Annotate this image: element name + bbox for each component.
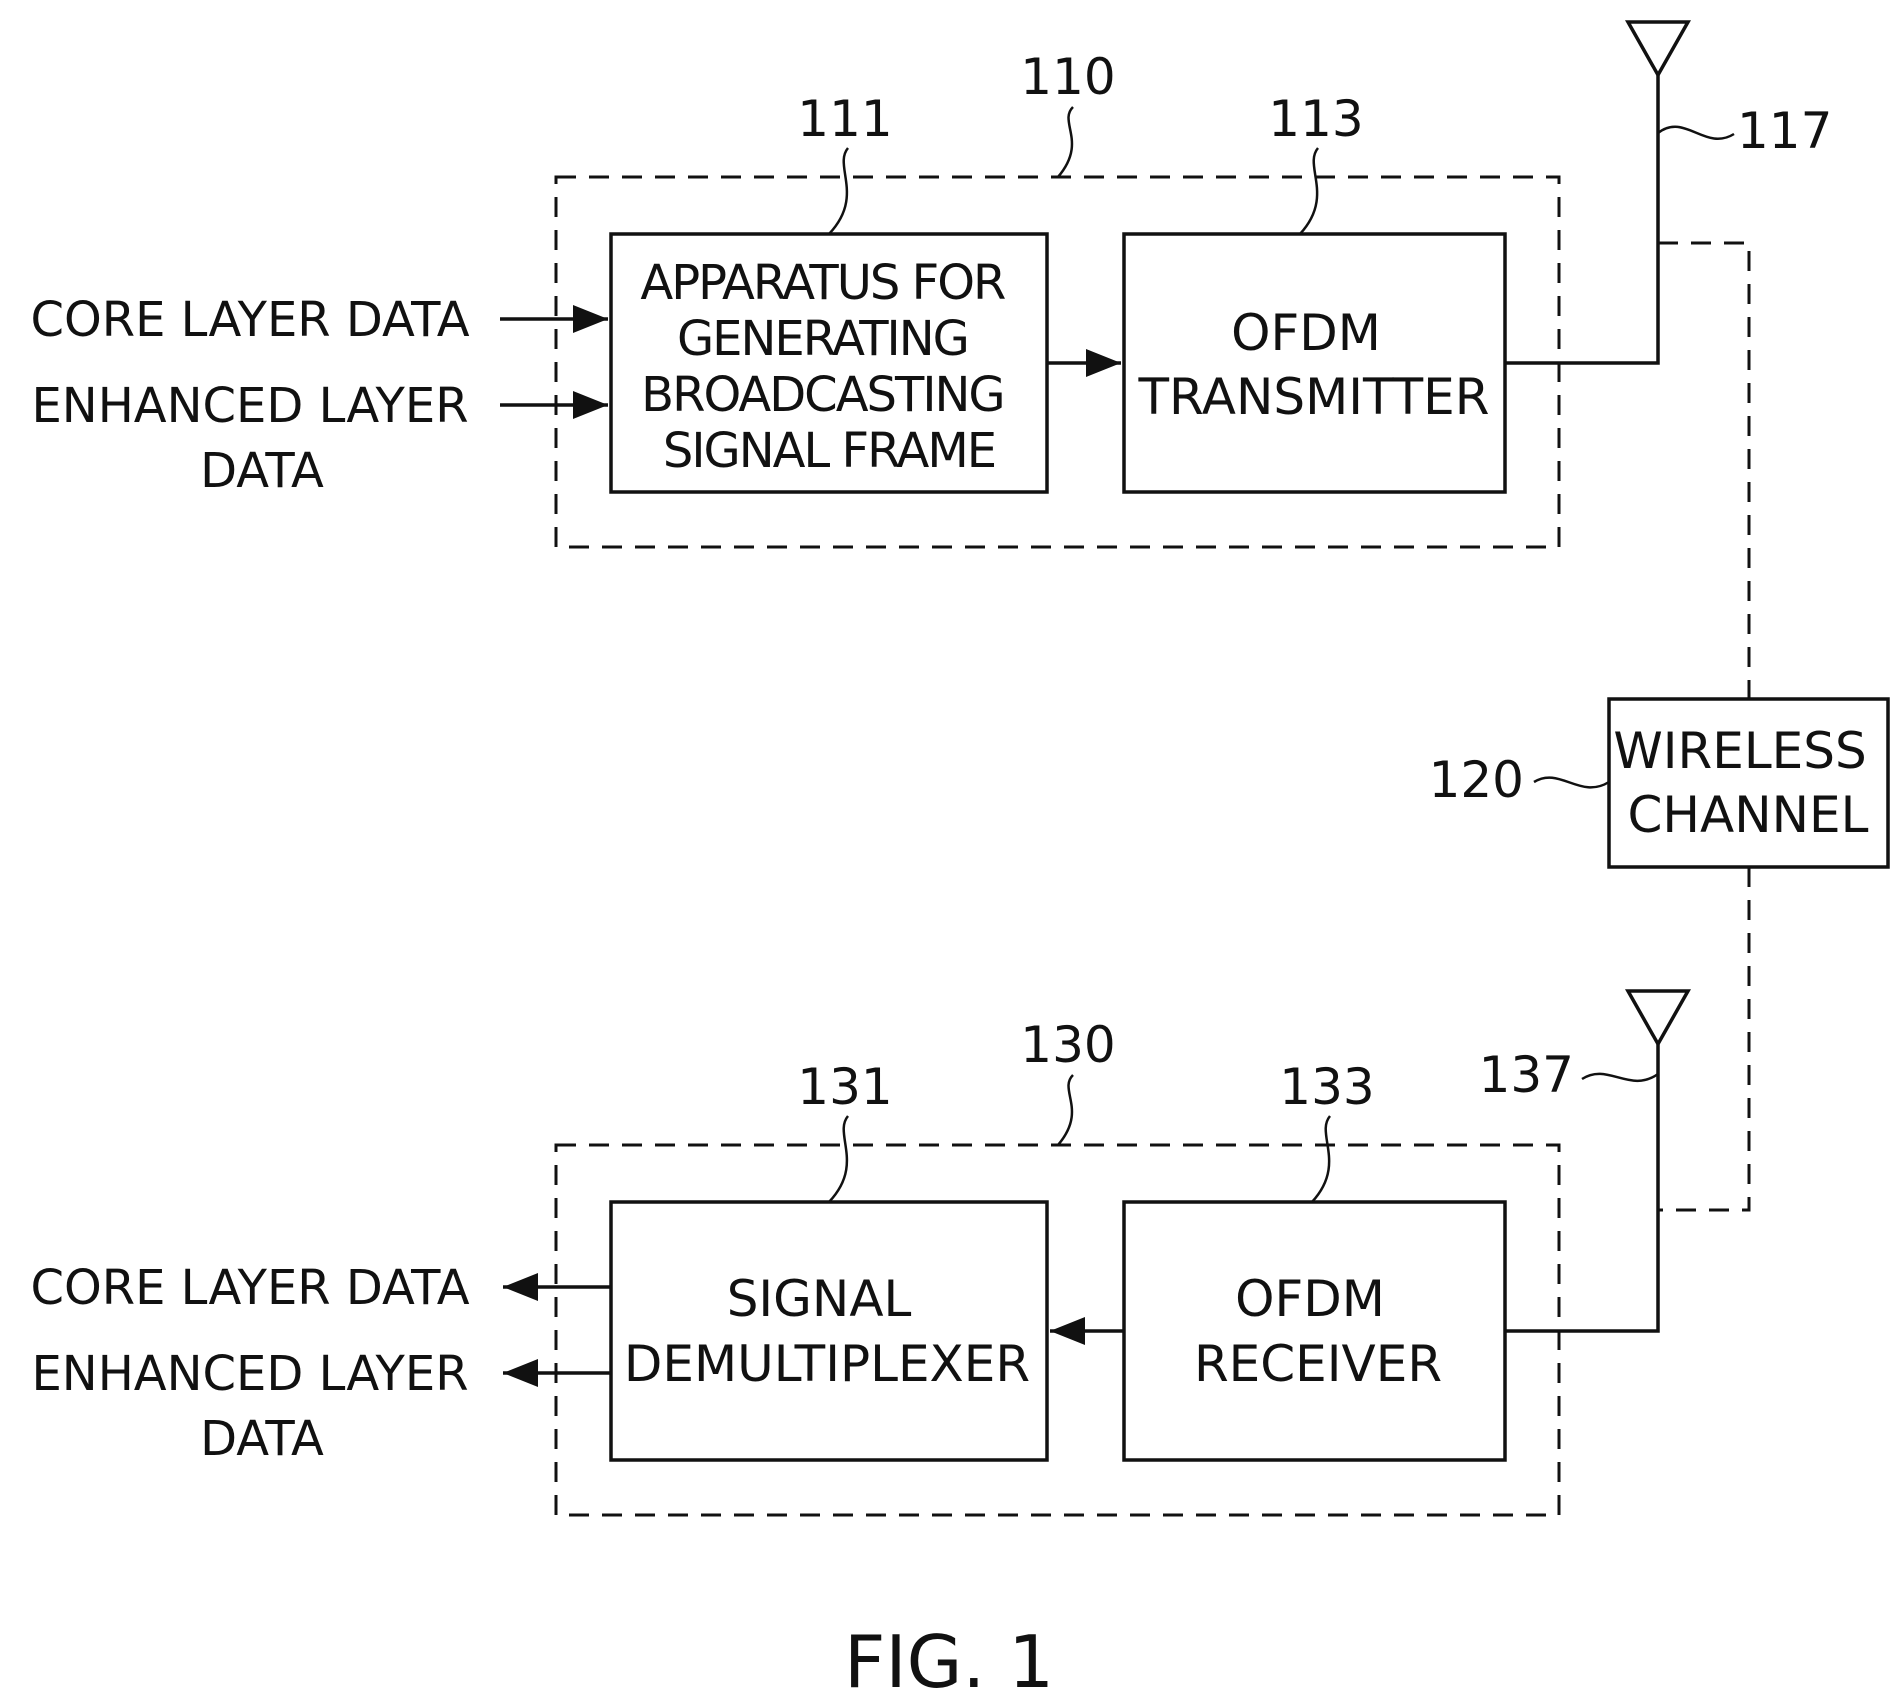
input-core-layer-data-label: CORE LAYER DATA — [30, 292, 469, 348]
ref-label-113: 113 — [1268, 90, 1363, 148]
transmit-antenna-icon — [1628, 22, 1688, 75]
ref-label-133: 133 — [1279, 1058, 1374, 1116]
ref-label-117: 117 — [1737, 102, 1832, 160]
leader-110 — [1058, 107, 1073, 177]
ref-label-130: 130 — [1020, 1016, 1115, 1074]
output-enhanced-layer-label-line1: ENHANCED LAYER — [31, 1346, 468, 1402]
leader-111 — [829, 148, 848, 234]
frame-generator-label: APPARATUS FOR GENERATING BROADCASTING SI… — [640, 255, 1017, 479]
ref-label-111: 111 — [797, 90, 892, 148]
channel-upper-link — [1658, 243, 1749, 699]
leader-131 — [829, 1116, 848, 1202]
ofdm-receiver-block — [1124, 1202, 1505, 1460]
ofdm-transmitter-block — [1124, 234, 1505, 492]
output-enhanced-layer-label-line2: DATA — [200, 1411, 324, 1467]
ref-label-131: 131 — [797, 1058, 892, 1116]
leader-137 — [1582, 1074, 1658, 1081]
input-enhanced-layer-label-line1: ENHANCED LAYER — [31, 378, 468, 434]
transmitter-to-antenna-line — [1505, 75, 1658, 363]
ref-label-120: 120 — [1429, 751, 1524, 809]
figure-label: FIG. 1 — [844, 1620, 1054, 1704]
input-enhanced-layer-label-line2: DATA — [200, 443, 324, 499]
ref-label-137: 137 — [1479, 1046, 1574, 1104]
output-core-layer-data-label: CORE LAYER DATA — [30, 1260, 469, 1316]
receive-antenna-icon — [1628, 991, 1688, 1044]
leader-113 — [1300, 148, 1318, 234]
signal-demultiplexer-block — [611, 1202, 1047, 1460]
leader-130 — [1058, 1075, 1073, 1145]
leader-120 — [1534, 778, 1609, 788]
channel-lower-link — [1658, 867, 1749, 1210]
leader-117 — [1658, 127, 1734, 139]
ref-label-110: 110 — [1020, 48, 1115, 106]
leader-133 — [1312, 1116, 1330, 1202]
